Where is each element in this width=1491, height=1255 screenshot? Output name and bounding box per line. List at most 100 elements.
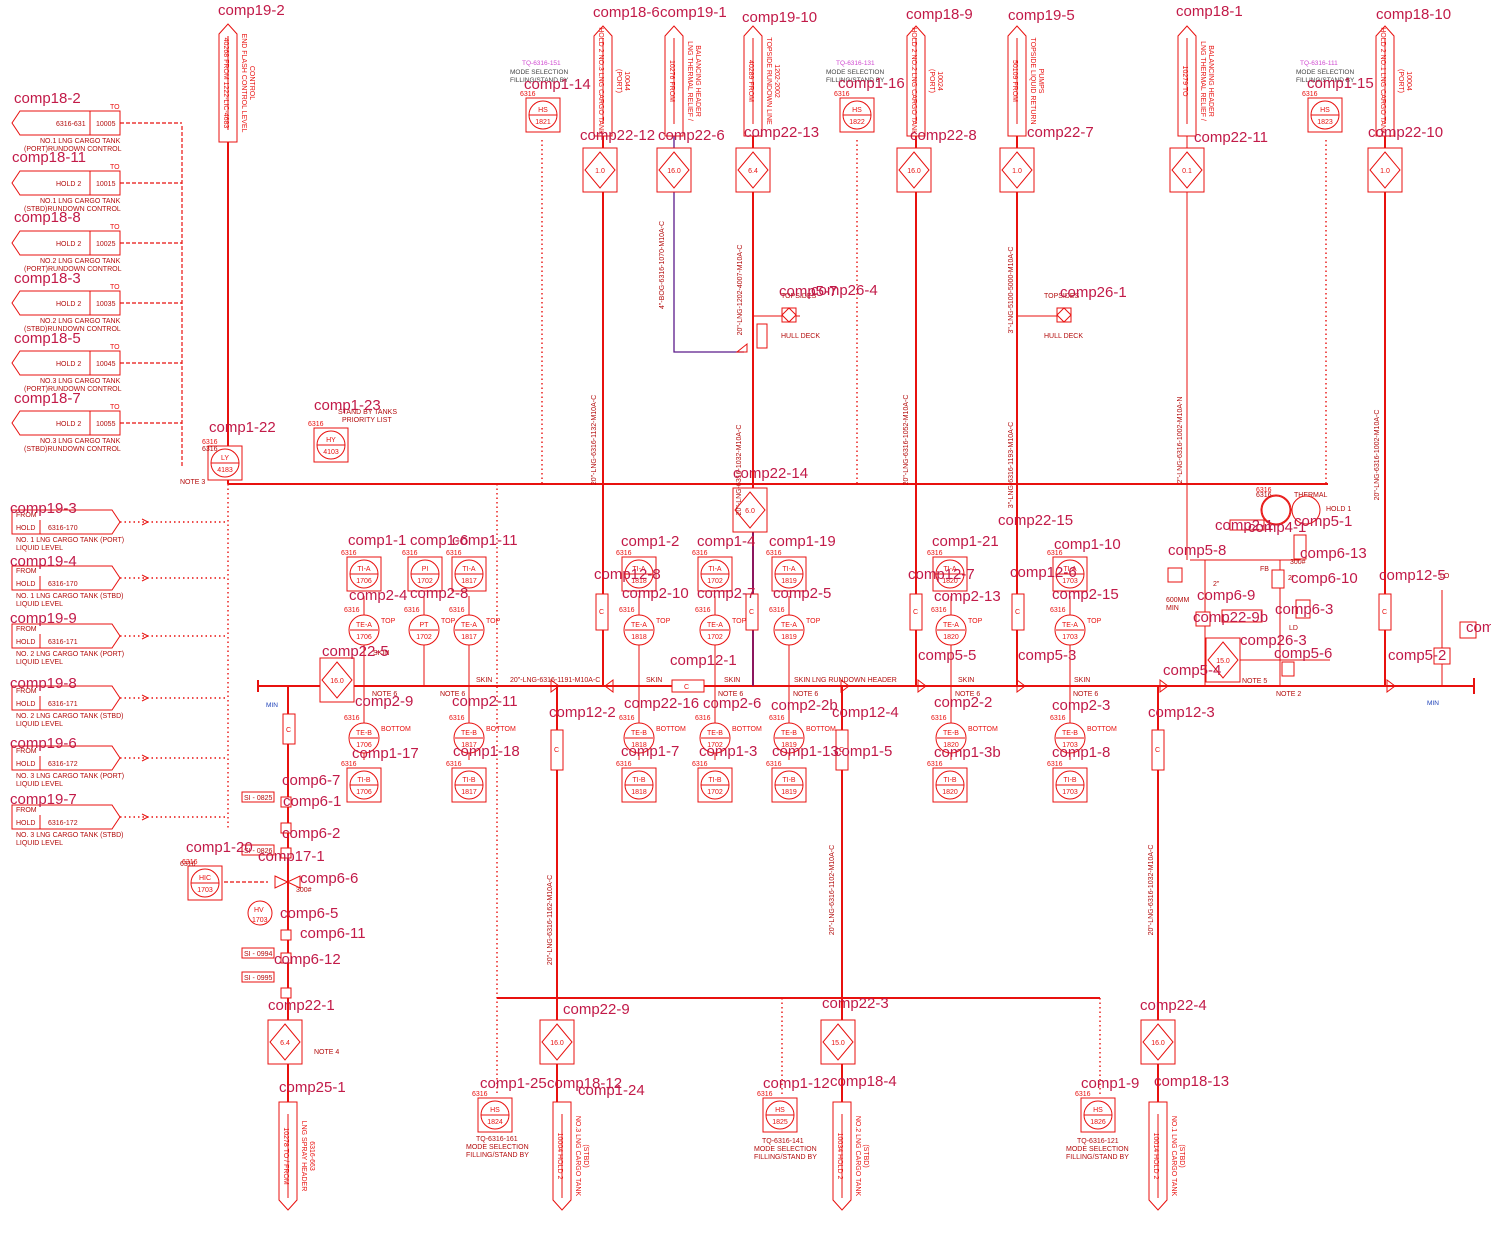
component-tag-comp1-19: comp1-19	[769, 533, 836, 550]
drawing-label: TOPSIDES	[1044, 293, 1080, 300]
component-tag-comp6-2: comp6-2	[282, 825, 340, 842]
line-number: 3"-LNG-6316-1193-M10A-C	[1008, 422, 1015, 508]
svg-text:6316-172: 6316-172	[48, 820, 78, 827]
drawing-label: SKIN	[646, 677, 662, 684]
instrument-tag: HS	[775, 1107, 785, 1114]
diamond-value: 6.4	[280, 1040, 290, 1047]
component-tag-comp18-6: comp18-6	[593, 4, 660, 21]
instrument-number: 1706	[356, 578, 372, 585]
component-tag-comp6-13: comp6-13	[1300, 545, 1367, 562]
diamond-comp22-4: 16.0	[1140, 1019, 1176, 1065]
diamond-comp22-11: 0.1	[1169, 147, 1205, 193]
connector-comp18-6: HOLD 2 NO.3 LNG CARGO TANK(PORT)10044	[593, 25, 630, 137]
svg-text:10035: 10035	[96, 301, 116, 308]
instrument-prefix: 6316	[757, 1091, 773, 1098]
instrument-number: 1823	[1317, 119, 1333, 126]
svg-text:50109 FROM: 50109 FROM	[1011, 60, 1018, 102]
drawing-label: NOTE 5	[1242, 678, 1267, 685]
element-tag: TE-A	[1062, 622, 1078, 629]
diamond-value: 1.0	[1012, 168, 1022, 175]
diamond-value: 16.0	[1151, 1040, 1165, 1047]
instrument-tag: TI-A	[943, 566, 957, 573]
instrument-prefix: 6316	[769, 715, 785, 722]
component-tag-comp22-3: comp22-3	[822, 995, 889, 1012]
svg-text:TOPSIDE LIQUID RETURN: TOPSIDE LIQUID RETURN	[1029, 38, 1036, 125]
svg-text:10276 FROM: 10276 FROM	[668, 60, 675, 102]
component-tag-comp2-8: comp2-8	[410, 585, 468, 602]
line-number: 20"-LNG-6316-1032-M10A-C	[1148, 845, 1155, 936]
drawing-label: FILLING/STAND BY	[1296, 77, 1355, 84]
element-tag: TE-B	[1062, 730, 1078, 737]
svg-text:HOLD 2: HOLD 2	[56, 181, 81, 188]
svg-text:10025: 10025	[96, 241, 116, 248]
svg-text:(STBD): (STBD)	[1178, 1144, 1185, 1167]
instrument-number: 1817	[461, 789, 477, 796]
svg-text:6316-663: 6316-663	[308, 1141, 315, 1171]
component-tag-comp25-1: comp25-1	[279, 1079, 346, 1096]
component-tag-comp1-13: comp1-13	[772, 743, 839, 760]
svg-text:HOLD 2 NO.3 LNG CARGO TANK: HOLD 2 NO.3 LNG CARGO TANK	[597, 27, 604, 135]
instrument-prefix: 6316	[931, 607, 947, 614]
svg-text:HOLD: HOLD	[16, 525, 35, 532]
svg-text:C: C	[913, 609, 918, 616]
element-position: TOP	[656, 618, 671, 625]
svg-text:(STBD): (STBD)	[862, 1144, 869, 1167]
instrument-prefix: 6316	[931, 715, 947, 722]
svg-text:10024: 10024	[936, 71, 943, 91]
drawing-label: SKIN	[794, 677, 810, 684]
instrument-number: 1702	[417, 578, 433, 585]
component-tag-comp18-4: comp18-4	[830, 1073, 897, 1090]
component-tag-comp1-24: comp1-24	[578, 1082, 645, 1099]
line-number: 2"-LNG-6316-1002-M10A-N	[1177, 397, 1184, 484]
drawing-label: 6316	[1256, 492, 1272, 499]
svg-text:40289 FROM: 40289 FROM	[747, 60, 754, 102]
component-tag-comp2-4: comp2-4	[349, 587, 407, 604]
component-tag-comp18-2: comp18-2	[14, 90, 81, 107]
component-tag-comp5-2: comp5-2	[1388, 647, 1446, 664]
instrument-prefix: 6316	[1075, 1091, 1091, 1098]
svg-text:FROM: FROM	[16, 688, 37, 695]
svg-text:NO. 3 LNG CARGO TANK (STBD): NO. 3 LNG CARGO TANK (STBD)	[16, 832, 123, 839]
svg-text:(STBD)RUNDOWN CONTROL: (STBD)RUNDOWN CONTROL	[24, 206, 121, 213]
instrument-prefix: 6316	[402, 550, 418, 557]
component-tag-comp12-7: comp12-7	[908, 566, 975, 583]
component-tag-comp26-3: comp26-3	[1240, 632, 1307, 649]
instrument-prefix: 6316	[341, 550, 357, 557]
svg-text:10045: 10045	[96, 361, 116, 368]
element-position: TOP	[441, 618, 456, 625]
drawing-label: MIN	[1166, 605, 1179, 612]
component-tag-comp1-1: comp1-1	[348, 532, 406, 549]
drawing-label: TQ-6316-121	[1077, 1138, 1119, 1145]
component-tag-comp1-25: comp1-25	[480, 1075, 547, 1092]
drawing-label: NOTE 2	[1276, 691, 1301, 698]
component-tag-comp6-1: comp6-1	[283, 793, 341, 810]
component-tag-comp1-22: comp1-22	[209, 419, 276, 436]
instrument-tag: TI-B	[782, 777, 796, 784]
element-tag: TE-A	[707, 622, 723, 629]
hv-number: 1703	[252, 917, 268, 924]
component-tag-comp5-8: comp5-8	[1168, 542, 1226, 559]
svg-text:C: C	[286, 727, 291, 734]
element-tag: TE-B	[943, 730, 959, 737]
component-tag-comp18-3: comp18-3	[14, 270, 81, 287]
diamond-value: 16.0	[550, 1040, 564, 1047]
instrument-prefix: 6316	[1047, 550, 1063, 557]
drawing-label: MODE SELECTION	[826, 69, 884, 76]
element-number: 1703	[1062, 634, 1078, 641]
instrument-tag: TI-B	[357, 777, 371, 784]
svg-text:6316-171: 6316-171	[48, 701, 78, 708]
svg-text:C: C	[599, 609, 604, 616]
